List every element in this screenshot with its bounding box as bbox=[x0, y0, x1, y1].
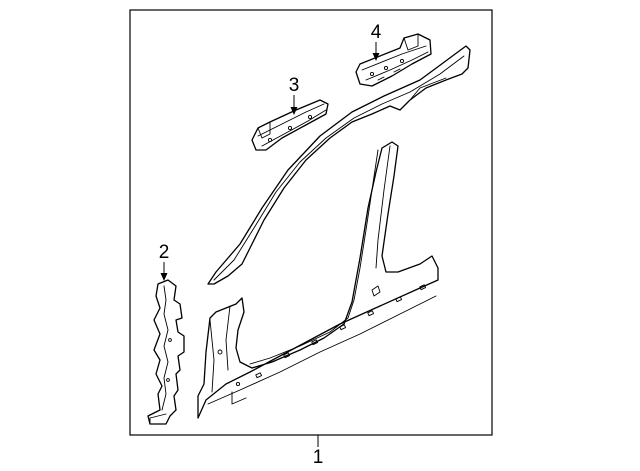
part-3-pillar-bracket bbox=[251, 99, 329, 151]
callout-1-label: 1 bbox=[313, 447, 324, 468]
diagram-frame bbox=[129, 9, 493, 436]
callout-2-label: 2 bbox=[159, 242, 170, 263]
callout-3-label: 3 bbox=[289, 75, 300, 96]
callout-4-label: 4 bbox=[371, 22, 382, 43]
part-1-body-side-panel bbox=[197, 45, 471, 419]
part-2-hinge-pillar-reinforcement bbox=[147, 279, 185, 425]
part-4-roof-rail-bracket bbox=[355, 33, 432, 87]
callout-2-arrow bbox=[160, 262, 168, 281]
